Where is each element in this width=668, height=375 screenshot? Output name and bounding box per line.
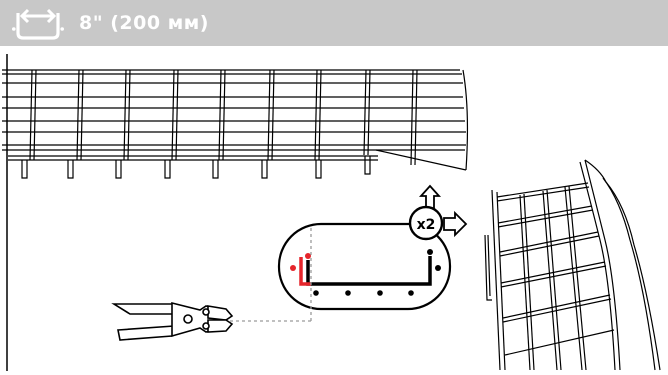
wire-tray-top	[2, 70, 467, 178]
page-title: 8" (200 мм)	[79, 9, 209, 37]
header-bar: 8" (200 мм)	[0, 0, 668, 46]
bolt-cutter-icon	[114, 303, 232, 340]
multiplier-label: x2	[417, 217, 436, 233]
installation-illustration: x2	[0, 54, 668, 371]
tray-width-icon	[12, 7, 64, 41]
wire-tray-bent	[485, 160, 660, 370]
illustration-svg: x2	[0, 54, 668, 371]
